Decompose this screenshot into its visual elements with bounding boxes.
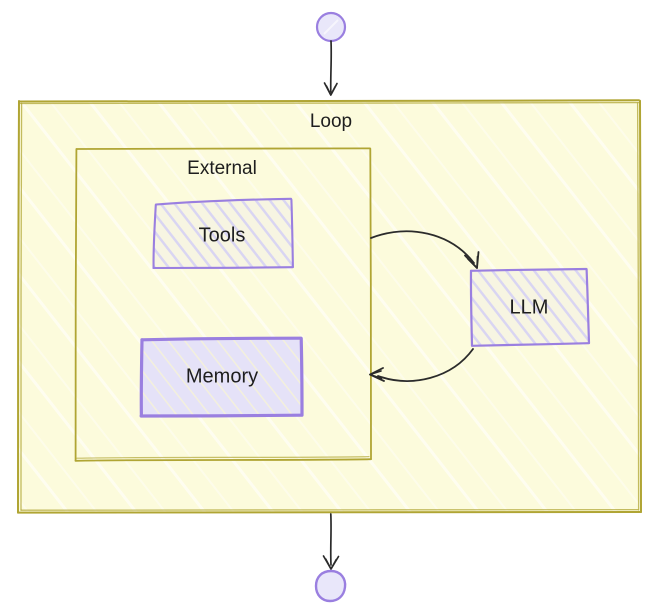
llm-node[interactable]: LLM bbox=[469, 267, 591, 347]
tools-border-bottom bbox=[152, 266, 294, 270]
llm-fill bbox=[471, 269, 589, 346]
tools-border-top bbox=[154, 197, 293, 206]
loop-label: Loop bbox=[310, 111, 352, 132]
external-border-top bbox=[75, 147, 371, 150]
loop-border-top-2 bbox=[19, 101, 640, 105]
memory-border-right bbox=[299, 337, 304, 417]
edge-llm-to-external-arrowhead-2 bbox=[369, 370, 383, 380]
tools-label: Tools bbox=[199, 224, 246, 246]
loop-border-left bbox=[16, 100, 20, 514]
external-label: External bbox=[187, 158, 257, 179]
llm-border-right bbox=[585, 268, 591, 345]
llm-border-bottom bbox=[470, 342, 590, 347]
end-node[interactable] bbox=[314, 569, 347, 603]
edge-start-to-loop-arrowhead-2 bbox=[325, 85, 336, 96]
start-node[interactable] bbox=[315, 11, 347, 43]
external-border-right bbox=[369, 147, 372, 460]
memory-node[interactable]: Memory bbox=[139, 336, 304, 418]
external-container[interactable]: External bbox=[74, 147, 372, 462]
loop-border-bottom-2 bbox=[20, 508, 639, 511]
tools-border-right bbox=[290, 198, 294, 269]
edge-start-to-loop bbox=[323, 40, 338, 96]
edge-loop-to-end bbox=[322, 513, 340, 570]
memory-border-left bbox=[139, 338, 144, 418]
edge-start-to-loop-line bbox=[329, 40, 333, 93]
loop-border-bottom bbox=[17, 511, 642, 514]
edge-external-to-llm-line bbox=[370, 230, 475, 264]
memory-fill bbox=[141, 338, 302, 416]
tools-node[interactable]: Tools bbox=[152, 197, 294, 270]
llm-border-left bbox=[469, 269, 474, 347]
llm-label: LLM bbox=[510, 296, 549, 318]
loop-border-top bbox=[18, 99, 640, 103]
loop-border-left-2 bbox=[20, 102, 23, 511]
start-node-sheen bbox=[323, 19, 339, 35]
memory-border-top bbox=[140, 336, 303, 342]
memory-label: Memory bbox=[186, 365, 258, 387]
tools-border-left bbox=[152, 203, 157, 269]
memory-border-bottom bbox=[139, 413, 304, 418]
tools-fill bbox=[153, 199, 293, 268]
external-border-bottom-2 bbox=[76, 456, 370, 459]
external-border-bottom bbox=[74, 458, 372, 462]
loop-border-right bbox=[639, 99, 642, 513]
edge-external-to-llm-arrowhead-2 bbox=[467, 255, 479, 269]
edge-llm-to-external bbox=[369, 348, 474, 382]
edge-loop-to-end-arrowhead-2 bbox=[325, 558, 337, 570]
end-node-circle bbox=[314, 569, 347, 603]
external-border-left bbox=[74, 148, 78, 462]
loop-border-right-2 bbox=[636, 102, 640, 511]
edge-external-to-llm bbox=[370, 230, 480, 269]
edge-llm-to-external-line bbox=[377, 348, 474, 382]
llm-border-top bbox=[469, 267, 588, 272]
